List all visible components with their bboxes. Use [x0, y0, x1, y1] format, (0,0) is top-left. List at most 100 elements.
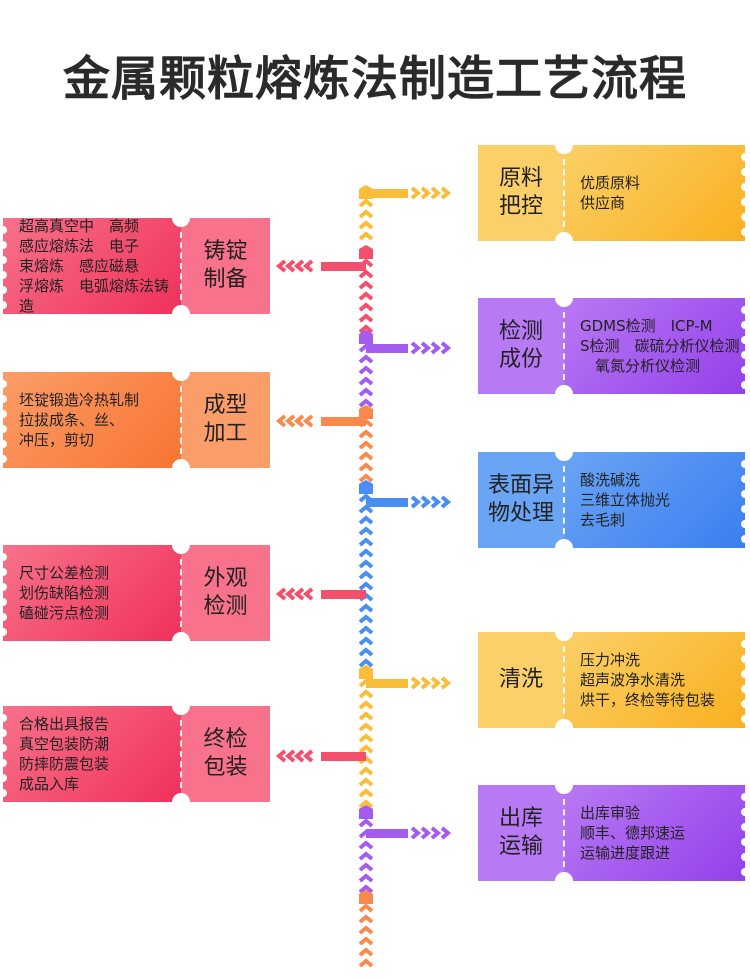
arrow-chevron: [275, 749, 287, 763]
step-detail-line: S检测 碳硫分析仪检测: [580, 337, 740, 355]
step-details: 酸洗碱洗三维立体抛光去毛刺: [564, 452, 745, 548]
arrow-chevron: [420, 341, 432, 355]
spine-chevron: [358, 220, 374, 230]
step-title: 表面异物处理: [478, 452, 564, 548]
arrow-chevron: [440, 186, 452, 200]
ticket-scallop: [0, 583, 7, 591]
spine-segment-head: [359, 330, 373, 344]
ticket-scallop: [0, 613, 7, 621]
step-detail-line: 磕碰污点检测: [19, 604, 110, 622]
connector-arrow-right: [366, 189, 408, 198]
ticket-notch: [172, 536, 190, 554]
spine-chevron: [358, 625, 374, 635]
arrow-chevron: [430, 826, 442, 840]
arrow-chevron: [410, 676, 422, 690]
spine-chevron: [358, 280, 374, 290]
ticket-scallop: [741, 640, 749, 648]
spine-segment-head: [359, 805, 373, 819]
ticket-notch: [555, 872, 573, 890]
arrow-chevron: [302, 749, 314, 763]
ticket-perforation: [563, 646, 565, 714]
step-details: 优质原料供应商: [564, 145, 745, 241]
ticket-scallop: [741, 793, 749, 801]
spine-chevron: [358, 925, 374, 935]
spine-chevron: [358, 324, 374, 334]
step-detail-line: 防摔防震包装: [19, 755, 110, 773]
step-detail-line: 拉拔成条、丝、: [19, 411, 125, 429]
ticket-scallop: [0, 714, 7, 722]
ticket-scallop: [0, 380, 7, 388]
spine-chevron: [358, 570, 374, 580]
spine-chevron: [358, 462, 374, 472]
ticket-scallop: [741, 228, 749, 236]
ticket-notch: [172, 793, 190, 811]
ticket-scallop: [0, 744, 7, 752]
spine-chevron: [358, 851, 374, 861]
ticket-scallop: [0, 628, 7, 636]
ticket-scallop: [741, 183, 749, 191]
spine-segment-head: [359, 405, 373, 419]
step-detail-line: 尺寸公差检测: [19, 564, 110, 582]
ticket-scallop: [741, 853, 749, 861]
spine-chevron: [358, 376, 374, 386]
ticket-scallop: [741, 168, 749, 176]
ticket-scallop: [0, 774, 7, 782]
ticket-scallop: [741, 490, 749, 498]
spine-chevron: [358, 581, 374, 591]
step-detail-line: 顺丰、德邦速运: [580, 824, 686, 842]
step-detail-line: 冲压，剪切: [19, 431, 95, 449]
left-step-card: 尺寸公差检测划伤缺陷检测磕碰污点检测外观检测: [0, 536, 270, 650]
spine-chevron: [358, 231, 374, 241]
arrow-chevron: [284, 259, 296, 273]
ticket-notch: [555, 289, 573, 307]
spine-chevron: [358, 884, 374, 894]
ticket-perforation: [180, 232, 182, 300]
ticket-scallop: [741, 475, 749, 483]
step-detail-line: 真空包装防潮: [19, 735, 110, 753]
connector-arrow-left: [321, 417, 366, 426]
step-detail-line: 氧氮分析仪检测: [580, 357, 701, 375]
spine-chevron: [358, 903, 374, 913]
right-step-card: 酸洗碱洗三维立体抛光去毛刺表面异物处理: [478, 443, 749, 557]
ticket-scallop: [0, 425, 7, 433]
step-title: 检测成份: [478, 298, 564, 394]
arrow-chevron: [275, 414, 287, 428]
ticket-scallop: [741, 670, 749, 678]
step-detail-line: 束熔炼 感应磁悬: [19, 257, 140, 275]
step-detail-line: 出库审验: [580, 804, 641, 822]
spine-chevron: [358, 451, 374, 461]
arrow-chevron: [410, 341, 422, 355]
spine-chevron: [358, 958, 374, 968]
ticket-scallop: [0, 286, 7, 294]
step-details: 合格出具报告真空包装防潮防摔防震包装成品入库: [3, 706, 181, 802]
arrow-chevron: [420, 676, 432, 690]
step-detail-line: GDMS检测 ICP-M: [580, 317, 713, 335]
spine-chevron: [358, 614, 374, 624]
left-step-card: 坯锭锻造冷热轧制拉拔成条、丝、冲压，剪切成型加工: [0, 363, 270, 477]
step-detail-line: 优质原料: [580, 174, 641, 192]
ticket-scallop: [0, 598, 7, 606]
step-detail-line: 三维立体抛光: [580, 491, 671, 509]
ticket-perforation: [563, 312, 565, 380]
arrow-chevron: [440, 341, 452, 355]
arrow-chevron: [293, 414, 305, 428]
spine-chevron: [358, 603, 374, 613]
spine-chevron: [358, 658, 374, 668]
spine-chevron: [358, 387, 374, 397]
arrow-chevron: [302, 587, 314, 601]
spine-chevron: [358, 354, 374, 364]
arrow-chevron: [410, 495, 422, 509]
step-title: 出库运输: [478, 785, 564, 881]
step-title: 外观检测: [181, 545, 270, 641]
ticket-scallop: [0, 568, 7, 576]
ticket-perforation: [180, 559, 182, 627]
ticket-scallop: [0, 789, 7, 797]
spine-chevron: [358, 914, 374, 924]
spine-chevron: [358, 777, 374, 787]
spine-chevron: [358, 647, 374, 657]
spine-chevron: [358, 440, 374, 450]
connector-arrow-right: [366, 498, 408, 507]
spine-chevron: [358, 302, 374, 312]
ticket-notch: [555, 232, 573, 250]
